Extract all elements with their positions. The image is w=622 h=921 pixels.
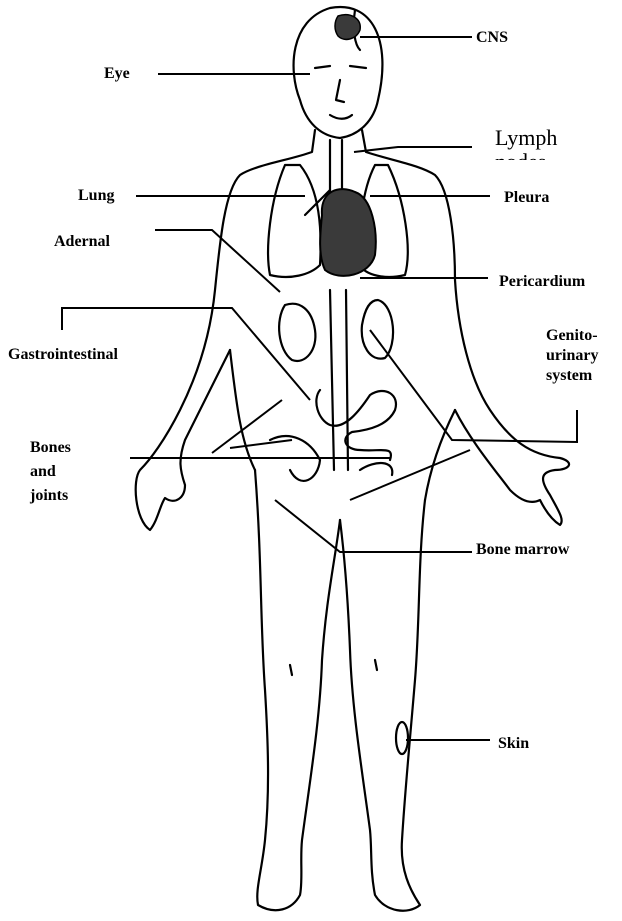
label-pleura: Pleura (504, 188, 549, 208)
left-lung (268, 165, 320, 277)
label-cns: CNS (476, 28, 508, 48)
brain-lesion (335, 15, 360, 40)
lymph-line-1: Lymph (495, 126, 557, 150)
right-kidney (362, 300, 393, 359)
genito-line-2: urinary (546, 346, 598, 366)
label-bone-marrow: Bone marrow (476, 540, 569, 560)
label-eye: Eye (104, 64, 130, 84)
heart (320, 189, 376, 276)
left-kidney (279, 304, 315, 361)
left-leg-outline (255, 470, 340, 910)
label-pericardium: Pericardium (499, 272, 585, 292)
skin-lesion (396, 722, 408, 754)
label-genitourinary-system: Genito- urinary system (546, 326, 598, 386)
right-leg-outline (340, 500, 425, 911)
label-lung: Lung (78, 186, 114, 206)
label-gastrointestinal: Gastrointestinal (8, 345, 118, 365)
torso-outline (136, 130, 315, 530)
label-lymph-nodes: Lymph nodes (495, 126, 557, 160)
label-adrenal: Adernal (54, 232, 110, 252)
bones-line-1: Bones (30, 436, 71, 460)
lymph-line-2: nodes (495, 150, 557, 160)
label-bones-and-joints: Bones and joints (30, 436, 71, 508)
bones-leader-b (230, 440, 292, 448)
genito-line-3: system (546, 366, 598, 386)
bone-marrow-leader (275, 500, 472, 552)
genito-line-1: Genito- (546, 326, 598, 346)
bones-line-2: and (30, 460, 71, 484)
intestines (316, 390, 396, 460)
bones-line-3: joints (30, 484, 71, 508)
label-skin: Skin (498, 734, 529, 754)
lymph-leader (354, 147, 472, 152)
